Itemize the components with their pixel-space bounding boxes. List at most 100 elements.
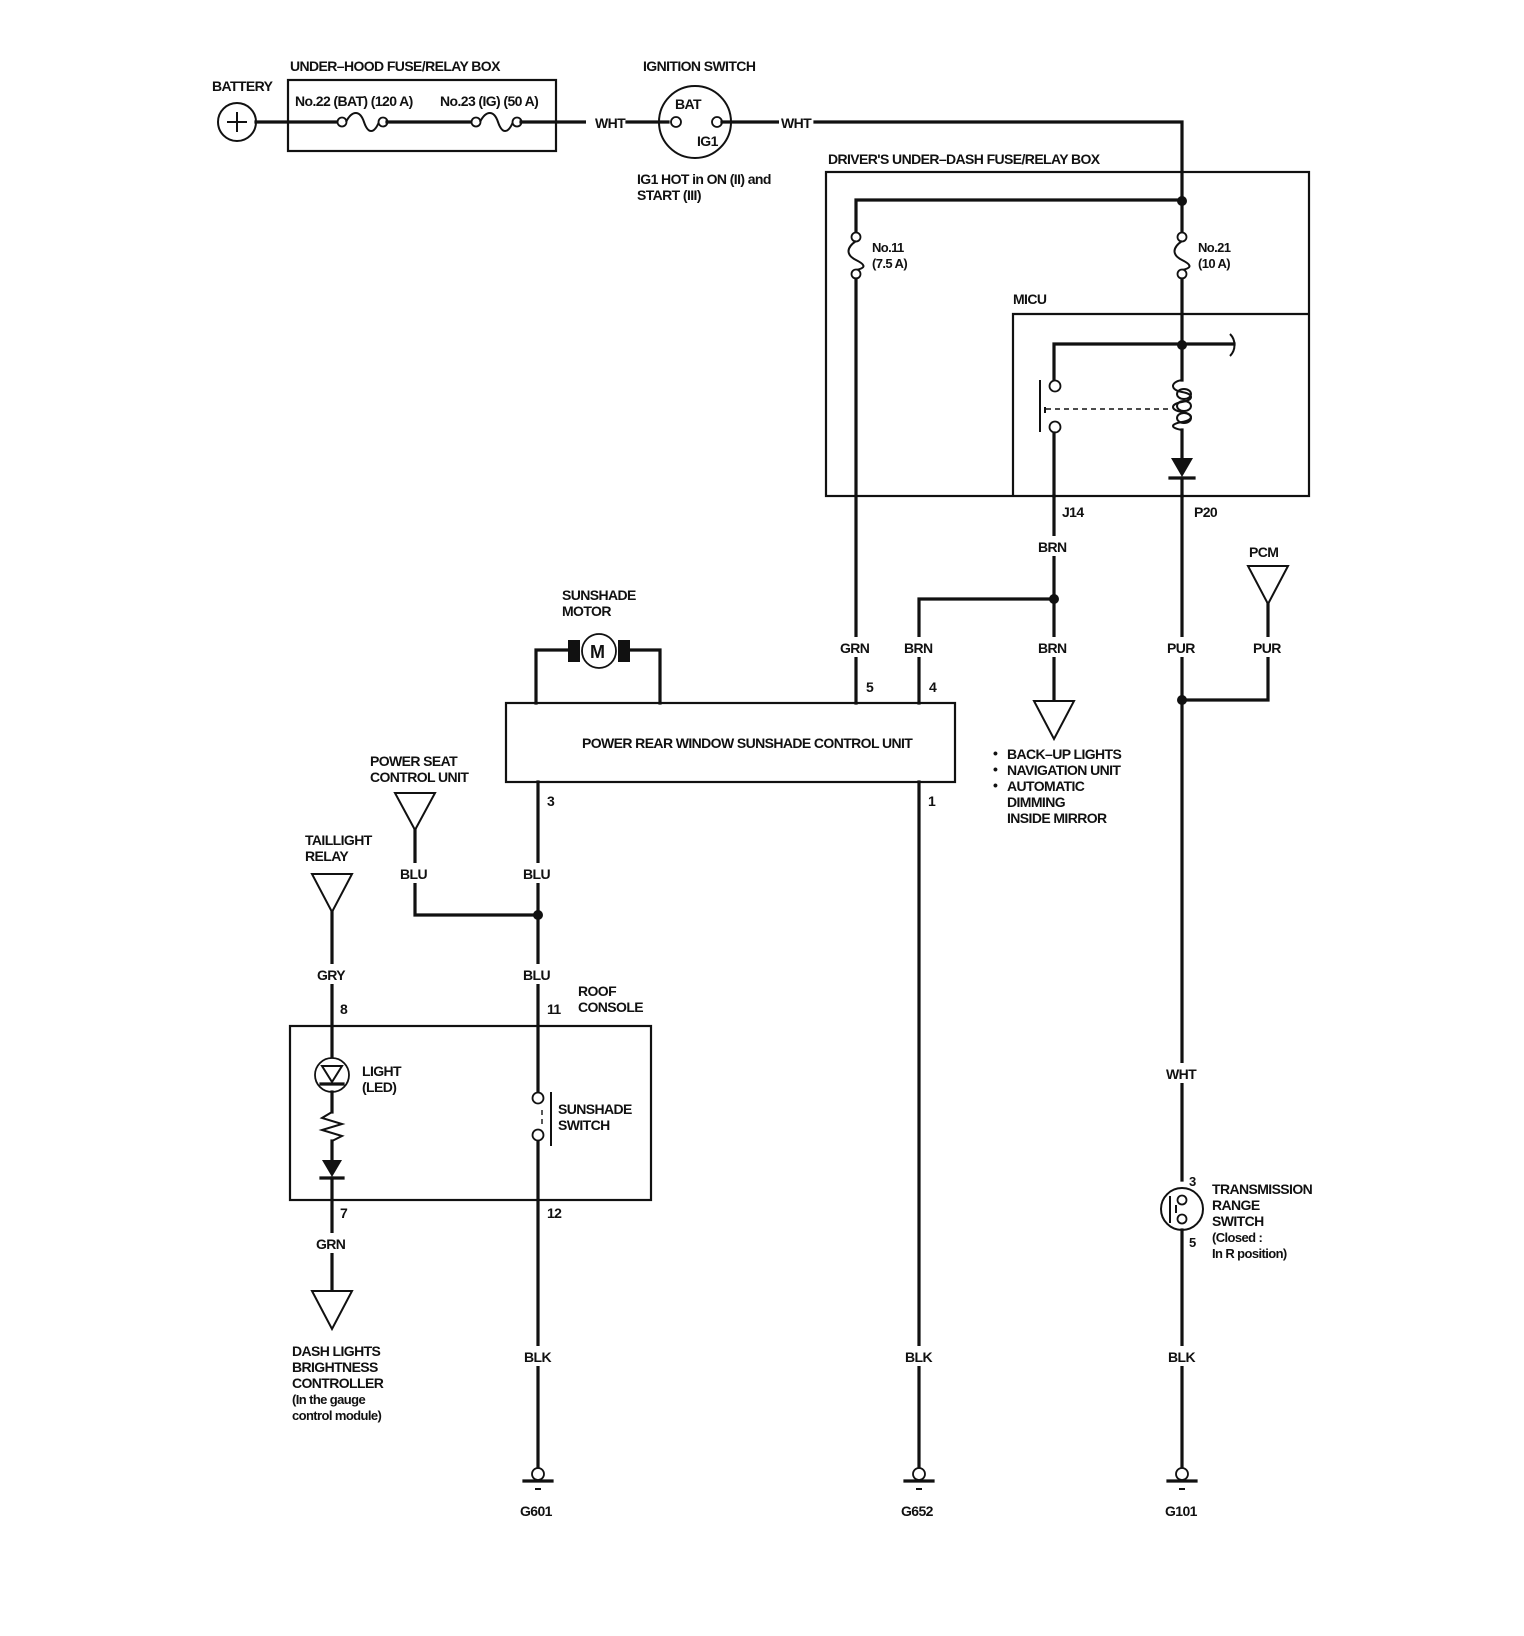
taillight-label-line1: TAILLIGHT bbox=[305, 832, 373, 848]
wire-color-blk-g101: BLK bbox=[1168, 1349, 1195, 1365]
diode-icon bbox=[319, 1160, 345, 1180]
wire-blu-power-seat bbox=[413, 828, 540, 917]
underdash-box-label: DRIVER'S UNDER–DASH FUSE/RELAY BOX bbox=[828, 151, 1101, 167]
wire-color-brn-pin4: BRN bbox=[904, 640, 933, 656]
fuse-21-rating: (10 A) bbox=[1198, 256, 1230, 271]
pin-8: 8 bbox=[340, 1001, 348, 1017]
dash-lights-label-line1: DASH LIGHTS bbox=[292, 1343, 381, 1359]
control-unit-label: POWER REAR WINDOW SUNSHADE CONTROL UNIT bbox=[582, 735, 913, 751]
pcm-label: PCM bbox=[1249, 544, 1278, 560]
roof-console-label-line2: CONSOLE bbox=[578, 999, 643, 1015]
sunshade-switch-icon bbox=[531, 1091, 552, 1146]
destination-item: NAVIGATION UNIT bbox=[1007, 762, 1121, 778]
wire-relay-common bbox=[1052, 342, 1236, 382]
wire-color-blk-g601: BLK bbox=[524, 1349, 551, 1365]
diode-icon bbox=[1168, 458, 1196, 480]
bullet: • bbox=[993, 745, 998, 761]
junction-dot bbox=[1049, 594, 1059, 604]
ignition-note-line2: START (III) bbox=[637, 187, 701, 203]
wire-pur-pcm bbox=[1180, 602, 1270, 702]
pin-5: 5 bbox=[866, 679, 874, 695]
motor-icon bbox=[581, 633, 617, 669]
wire-continuation-mark bbox=[1229, 333, 1236, 357]
ground-label-g101: G101 bbox=[1165, 1503, 1198, 1519]
underdash-box-outline bbox=[824, 170, 1311, 498]
wire-color-blu-lower: BLU bbox=[523, 967, 550, 983]
destination-arrow-icon bbox=[1032, 700, 1076, 742]
dash-lights-label-line4: (In the gauge bbox=[292, 1392, 365, 1407]
destination-item-cont: INSIDE MIRROR bbox=[1007, 810, 1107, 826]
dash-lights-label-line5: control module) bbox=[292, 1408, 381, 1423]
wire-color-grn: GRN bbox=[840, 640, 870, 656]
micu-label: MICU bbox=[1013, 291, 1047, 307]
roof-console-outline bbox=[288, 1024, 653, 1202]
switch-label-line2: SWITCH bbox=[558, 1117, 610, 1133]
dash-lights-label-line3: CONTROLLER bbox=[292, 1375, 384, 1391]
power-seat-label-line1: POWER SEAT bbox=[370, 753, 458, 769]
motor-brush-left bbox=[568, 640, 580, 662]
bullet: • bbox=[993, 761, 998, 777]
resistor-icon bbox=[318, 1111, 346, 1142]
wire-color-blk-g652: BLK bbox=[905, 1349, 932, 1365]
battery: BATTERY bbox=[212, 78, 274, 142]
fuse-11-icon bbox=[847, 231, 865, 280]
junction-dot bbox=[1177, 340, 1187, 350]
trs-label-line5: In R position) bbox=[1212, 1246, 1287, 1261]
underhood-box-label: UNDER–HOOD FUSE/RELAY BOX bbox=[290, 58, 501, 74]
pin-11: 11 bbox=[547, 1001, 561, 1017]
pin-7: 7 bbox=[340, 1205, 348, 1221]
ignition-note-line1: IG1 HOT in ON (II) and bbox=[637, 171, 771, 187]
light-label-line2: (LED) bbox=[362, 1079, 396, 1095]
wire-color-wht-lower: WHT bbox=[1166, 1066, 1197, 1082]
trs-label-line4: (Closed : bbox=[1212, 1230, 1262, 1245]
dash-lights-label-line2: BRIGHTNESS bbox=[292, 1359, 378, 1375]
ground-g601: G601 bbox=[520, 1467, 554, 1519]
power-seat-arrow-icon bbox=[393, 792, 437, 833]
motor-symbol: M bbox=[590, 642, 604, 662]
ignition-bat-terminal: BAT bbox=[675, 96, 702, 112]
junction-dot bbox=[533, 910, 543, 920]
wire-color-blu-upper: BLU bbox=[523, 866, 550, 882]
roof-console-label-line1: ROOF bbox=[578, 983, 617, 999]
dash-lights-arrow-icon bbox=[310, 1290, 354, 1332]
ignition-switch: IGNITION SWITCH BAT IG1 IG1 HOT in ON (I… bbox=[637, 58, 771, 203]
pcm-arrow-icon bbox=[1246, 565, 1290, 607]
wire-brn-pin4 bbox=[917, 597, 1056, 705]
taillight-label-line2: RELAY bbox=[305, 848, 349, 864]
ground-icon bbox=[531, 1467, 545, 1481]
destination-item: BACK–UP LIGHTS bbox=[1007, 746, 1122, 762]
dash-lights-label: DASH LIGHTS BRIGHTNESS CONTROLLER (In th… bbox=[292, 1343, 384, 1423]
motor-label-line2: MOTOR bbox=[562, 603, 611, 619]
trs-pin-3: 3 bbox=[1189, 1174, 1196, 1189]
ground-label-g601: G601 bbox=[520, 1503, 553, 1519]
roof-console: ROOF CONSOLE 8 11 7 12 LIGHT (LED) SUNSH… bbox=[288, 983, 653, 1292]
wire-color-pur-main: PUR bbox=[1167, 640, 1195, 656]
junction-dot bbox=[1177, 695, 1187, 705]
fuse-23-icon bbox=[470, 112, 523, 132]
wire-fuse11-feed bbox=[854, 198, 1184, 234]
switch-label-line1: SUNSHADE bbox=[558, 1101, 632, 1117]
pin-4: 4 bbox=[929, 679, 937, 695]
wire-color-blu-power-seat: BLU bbox=[400, 866, 427, 882]
destination-item: AUTOMATIC bbox=[1007, 778, 1085, 794]
pin-12: 12 bbox=[547, 1205, 562, 1221]
transmission-range-switch: 3 5 TRANSMISSION RANGE SWITCH (Closed : … bbox=[1160, 1174, 1313, 1261]
relay-coil-icon bbox=[1172, 379, 1192, 431]
wire-ig-feed bbox=[813, 120, 1184, 202]
trs-pin-5: 5 bbox=[1189, 1235, 1196, 1250]
pin-3: 3 bbox=[547, 793, 555, 809]
ground-g101: G101 bbox=[1165, 1467, 1198, 1519]
bullet: • bbox=[993, 777, 998, 793]
ground-label-g652: G652 bbox=[901, 1503, 934, 1519]
fuse-11-rating: (7.5 A) bbox=[872, 256, 907, 271]
wire-color-grn-dash: GRN bbox=[316, 1236, 346, 1252]
micu-outline bbox=[1011, 312, 1309, 496]
wire-color-wht-1: WHT bbox=[595, 115, 626, 131]
wire-color-wht-2: WHT bbox=[781, 115, 812, 131]
connector-p20: P20 bbox=[1194, 504, 1218, 520]
fuse-11-name: No.11 bbox=[872, 240, 904, 255]
ground-icon bbox=[912, 1467, 926, 1481]
wire-color-gry: GRY bbox=[317, 967, 346, 983]
trs-label-line2: RANGE bbox=[1212, 1197, 1260, 1213]
control-unit-box bbox=[504, 701, 957, 784]
